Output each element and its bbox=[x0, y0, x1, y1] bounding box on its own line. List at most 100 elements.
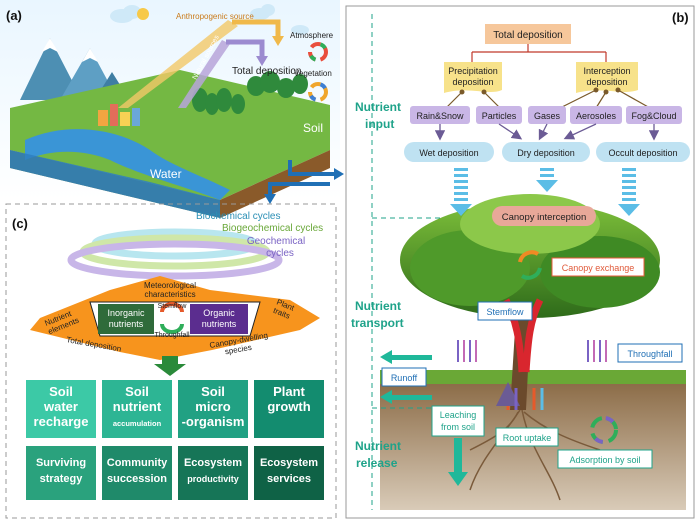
throughfall-text: Throughfall bbox=[627, 349, 672, 359]
sun-icon bbox=[137, 8, 149, 20]
cloud-icon bbox=[110, 4, 309, 35]
adsorption-text: Adsorption by soil bbox=[569, 455, 640, 465]
organic-nutrients-box bbox=[190, 304, 248, 334]
canopy-exchange-cycle-icon bbox=[518, 250, 542, 280]
runoff-box bbox=[381, 367, 427, 387]
forest-illustration bbox=[192, 71, 308, 115]
anthropogenic-beam bbox=[118, 20, 238, 108]
root-uptake-text: Root uptake bbox=[503, 433, 552, 443]
precipitation-deposition-box bbox=[444, 62, 502, 93]
input-flow-arrows bbox=[450, 168, 640, 216]
vegetation-label: Vegetation bbox=[294, 69, 332, 78]
adsorption-cycle-icon bbox=[590, 416, 618, 444]
particles-box bbox=[476, 106, 522, 124]
factors-diagram bbox=[30, 276, 320, 360]
stemflow-c-label: Stemflow bbox=[158, 303, 188, 310]
leaching-arrow bbox=[448, 438, 468, 486]
wet-deposition-text: Wet deposition bbox=[419, 148, 478, 158]
canopy-exchange-text: Canopy exchange bbox=[562, 263, 635, 273]
dry-deposition-box bbox=[502, 142, 590, 162]
rain-snow-text: Rain&Snow bbox=[416, 111, 464, 121]
throughfall-box bbox=[617, 343, 683, 363]
inorganic-nutrients-box bbox=[98, 304, 154, 334]
sources-row: Rain&Snow Particles Gases Aerosoles Fog&… bbox=[410, 106, 682, 124]
exchange-cycle-icon bbox=[160, 302, 184, 334]
down-chevron-icon bbox=[154, 356, 186, 376]
natural-beam bbox=[178, 40, 230, 108]
adsorption-box bbox=[557, 449, 653, 469]
stemflow-box bbox=[477, 301, 533, 321]
total-deposition-label: Total deposition bbox=[232, 66, 302, 77]
vegetation-cycle-icon bbox=[308, 82, 328, 102]
panel-a: (a) Anthropogenic source Natural sources… bbox=[0, 0, 340, 218]
gases-text: Gases bbox=[534, 111, 561, 121]
panel-b-label: (b) bbox=[672, 10, 689, 25]
outcome-tile-8 bbox=[254, 446, 324, 500]
panel-c: (c) Biochemical cycles Biogeochemical cy… bbox=[5, 203, 337, 519]
outcome-tile-5 bbox=[26, 446, 96, 500]
wet-deposition-box bbox=[404, 142, 494, 162]
panel-c-label: (c) bbox=[12, 216, 28, 231]
throughfall-c-label: Throughfall bbox=[154, 332, 189, 339]
biochemical-cycles-label: Biochemical cycles bbox=[196, 211, 280, 222]
rain-snow-box bbox=[410, 106, 470, 124]
root-uptake-arrows bbox=[496, 382, 544, 410]
outcome-tile-4 bbox=[254, 380, 324, 438]
fog-cloud-box bbox=[626, 106, 682, 124]
land-block bbox=[10, 70, 330, 218]
aerosoles-box bbox=[570, 106, 622, 124]
outcome-tile-6 bbox=[102, 446, 172, 500]
runoff-arrows bbox=[380, 350, 432, 404]
outcome-tile-2 bbox=[102, 380, 172, 438]
deposition-row: Wet deposition Dry deposition Occult dep… bbox=[404, 142, 690, 162]
outcome-tile-7 bbox=[178, 446, 248, 500]
canopy-interception-box bbox=[492, 206, 596, 226]
soil-label: Soil bbox=[303, 121, 323, 135]
cycles-rings-icon bbox=[67, 228, 283, 280]
occult-deposition-text: Occult deposition bbox=[608, 148, 677, 158]
stemflow-text: Stemflow bbox=[486, 307, 524, 317]
canopy-exchange-box bbox=[551, 257, 645, 277]
town-illustration bbox=[98, 104, 140, 126]
canopy-interception-text: Canopy interception bbox=[502, 212, 587, 223]
total-deposition-text: Total deposition bbox=[493, 30, 563, 41]
water-label: Water bbox=[150, 167, 182, 181]
anthropogenic-source-label: Anthropogenic source bbox=[176, 12, 254, 21]
outcome-tile-3 bbox=[178, 380, 248, 438]
leaching-box bbox=[431, 405, 485, 437]
atmosphere-label: Atmosphere bbox=[290, 31, 334, 40]
particles-text: Particles bbox=[482, 111, 517, 121]
occult-deposition-box bbox=[596, 142, 690, 162]
biogeochemical-cycles-label: Biogeochemical cycles bbox=[222, 223, 323, 234]
dry-deposition-text: Dry deposition bbox=[517, 148, 575, 158]
interception-deposition-box bbox=[576, 62, 638, 93]
atmosphere-cycle-icon bbox=[308, 42, 328, 62]
gases-box bbox=[528, 106, 566, 124]
total-deposition-box bbox=[485, 24, 571, 44]
aerosoles-text: Aerosoles bbox=[576, 111, 617, 121]
runoff-text: Runoff bbox=[391, 373, 418, 383]
connector-arrows bbox=[264, 160, 344, 204]
outcome-tile-1 bbox=[26, 380, 96, 438]
root-uptake-box bbox=[495, 427, 559, 447]
